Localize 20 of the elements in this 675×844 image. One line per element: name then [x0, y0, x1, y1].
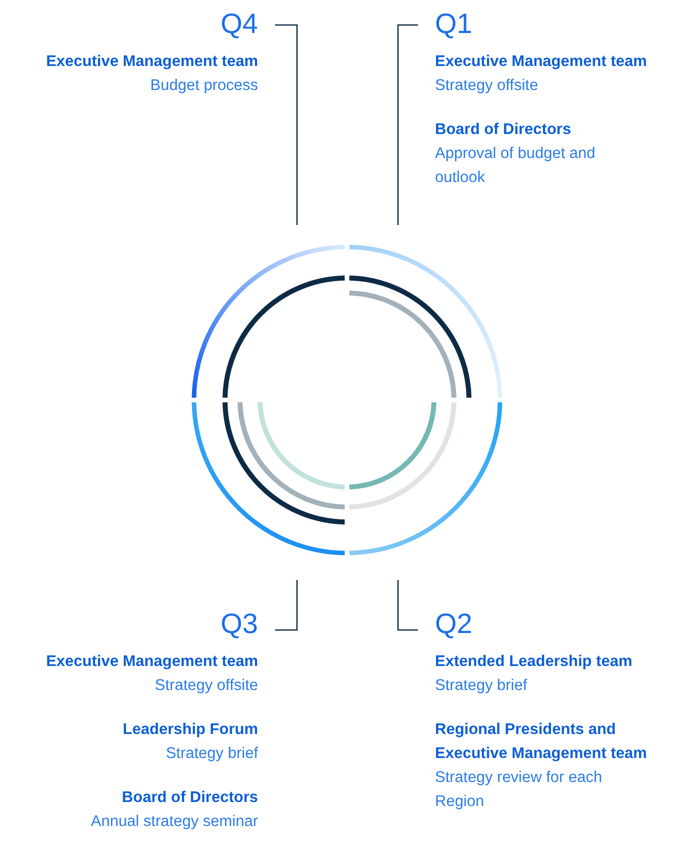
- activity-text: Strategy offsite: [435, 76, 538, 96]
- quarter-heading: Q3: [220, 608, 258, 640]
- quarter-heading: Q2: [435, 608, 472, 640]
- activity-text: Approval of budget and outlook: [435, 144, 596, 188]
- quarter-heading: Q1: [435, 8, 472, 40]
- group-name: Executive Management team: [46, 652, 258, 672]
- group-name: Leadership Forum: [122, 720, 258, 740]
- group-name: Extended Leadership team: [435, 652, 632, 672]
- activity-text: Annual strategy seminar: [90, 812, 258, 832]
- group-name: Board of Directors: [122, 788, 258, 808]
- group-name: Executive Management team: [46, 52, 258, 72]
- activity-text: Strategy offsite: [154, 676, 258, 696]
- quarter-heading: Q4: [220, 8, 258, 40]
- group-name: Executive Management team: [435, 52, 647, 72]
- group-name: Board of Directors: [435, 120, 572, 140]
- group-name: Regional Presidents and Executive Management team: [435, 720, 648, 764]
- activity-text: Strategy brief: [435, 676, 528, 696]
- activity-text: Strategy review for each Region: [435, 768, 604, 812]
- activity-text: Strategy brief: [166, 744, 258, 764]
- activity-text: Budget process: [150, 76, 258, 96]
